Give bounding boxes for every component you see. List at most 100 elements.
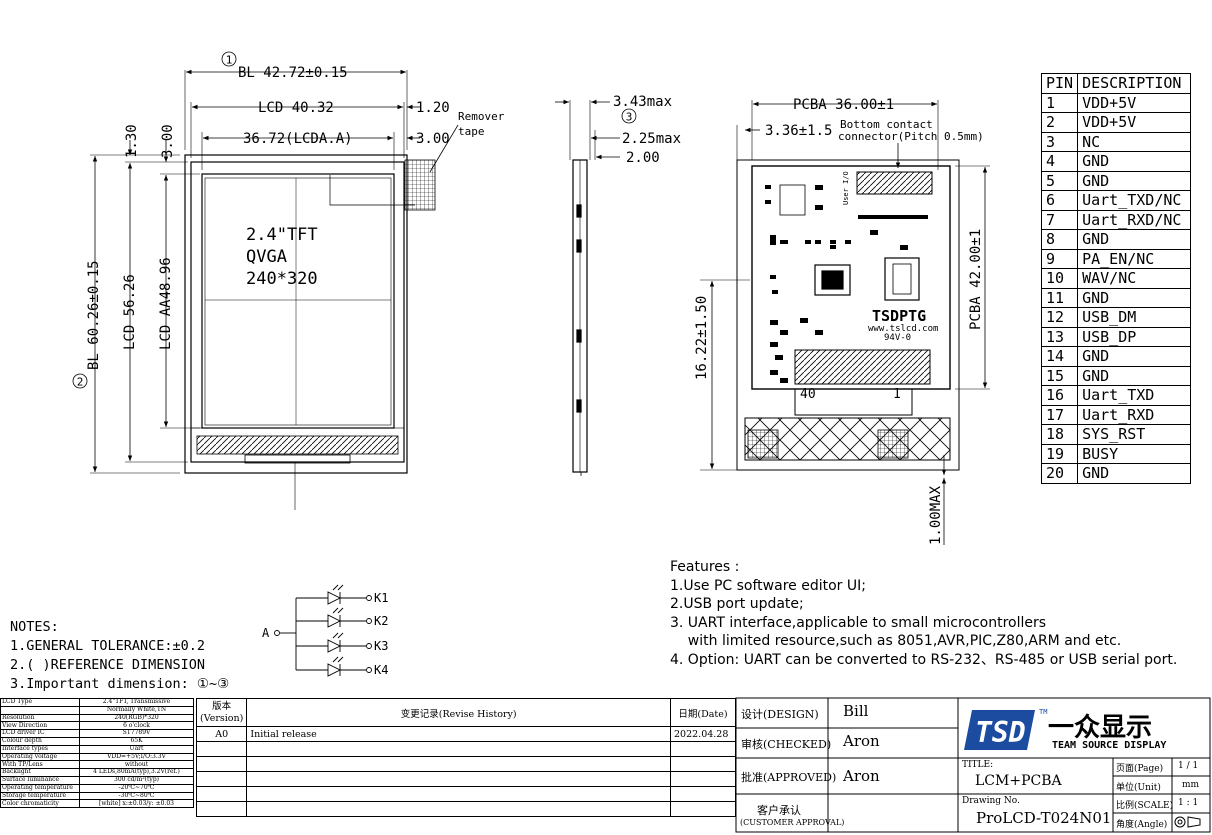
panel-resolution-text: 240*320: [246, 269, 318, 289]
led-4: [296, 656, 372, 677]
pin-description: BUSY: [1077, 443, 1191, 464]
pcba-view: [700, 100, 990, 545]
fpc-pin-1-label: 1: [893, 387, 901, 402]
pin-number: 5: [1040, 170, 1079, 191]
title-value: LCM+PCBA: [975, 773, 1062, 789]
pcb-rating: 94V-0: [884, 333, 911, 343]
backlight-outline: [184, 154, 408, 474]
pin-number: 9: [1040, 248, 1079, 269]
date-header: 日期(Date): [670, 698, 736, 727]
pin-number: 2: [1040, 112, 1079, 133]
dim-2-25max: 2.25max: [622, 131, 681, 147]
pin-description: GND: [1077, 287, 1191, 308]
pin-number: 16: [1040, 385, 1079, 406]
logo-letters: TSD: [975, 716, 1026, 749]
k2-label: K2: [374, 614, 388, 628]
pcba-width-label: PCBA 36.00±1: [793, 97, 894, 113]
unit-label: 单位(Unit): [1116, 783, 1161, 793]
scale-label: 比例(SCALE): [1116, 801, 1174, 811]
led-circuit: [274, 584, 372, 677]
connector-note-1: Bottom contact: [840, 118, 933, 131]
pin-description: VDD+5V: [1077, 92, 1191, 113]
feature-item: 3. UART interface,applicable to small mi…: [670, 614, 1047, 631]
pin-number: 12: [1040, 307, 1079, 328]
fpc-tail: [744, 417, 951, 461]
design-label: 设计(DESIGN): [741, 708, 819, 721]
dim-3-43max: 3.43max: [613, 94, 672, 110]
revision-table: 版本 (Version) 变更记录(Revise History) 日期(Dat…: [195, 698, 736, 817]
remover-tape-label-2: tape: [458, 125, 485, 138]
pin-number: 10: [1040, 268, 1079, 289]
k4-label: K4: [374, 663, 388, 677]
note-item: 2.( )REFERENCE DIMENSION: [10, 657, 206, 673]
important-dim-3: 3: [626, 111, 633, 124]
pin-description: Uart_RXD: [1077, 404, 1191, 425]
fpc-pin-40-label: 40: [800, 387, 816, 402]
pin-description: GND: [1077, 151, 1191, 172]
pin-number: 17: [1040, 404, 1079, 425]
feature-item: with limited resource,such as 8051,AVR,P…: [670, 633, 1122, 649]
pin-description: USB_DP: [1077, 326, 1191, 347]
customer-approval-label-en: (CUSTOMER APPROVAL): [740, 818, 845, 827]
bl-width-label: BL 42.72±0.15: [238, 65, 348, 81]
note-item: 1.GENERAL TOLERANCE:±0.2: [10, 638, 206, 654]
approved-label: 批准(APPROVED): [741, 771, 837, 784]
pcba-board: [751, 165, 951, 390]
side-view: [555, 99, 620, 476]
pin-table-header: PIN DESCRIPTION: [1040, 73, 1191, 94]
drawing-number-label: Drawing No.: [962, 796, 1020, 806]
spec-value: Uart: [79, 744, 194, 754]
important-dim-2: 2: [77, 376, 84, 389]
spec-value: [white] x:±0.03/y: ±0.03: [79, 799, 194, 809]
important-dim-1: 1: [226, 54, 233, 67]
pin-number: 8: [1040, 229, 1079, 250]
led-2: [296, 607, 372, 628]
led-3: [296, 632, 372, 653]
ic-bonding-area: [196, 435, 399, 455]
pin-number: 4: [1040, 151, 1079, 172]
unit-value: mm: [1182, 780, 1200, 790]
pin-number: 18: [1040, 424, 1079, 445]
pin-number: 3: [1040, 131, 1079, 152]
spec-label: Storage temperature: [0, 791, 80, 801]
front-view: [90, 69, 459, 510]
pin-number: 13: [1040, 326, 1079, 347]
lcda-width-label: 36.72(LCDA.A): [243, 131, 353, 147]
revision-date: 2022.04.28: [670, 726, 736, 742]
anode-label: A: [262, 626, 270, 640]
customer-approval-label-cn: 客户承认: [757, 804, 801, 817]
revision-version: A0: [195, 726, 248, 742]
pcba-view-labels: PCBA 36.00±1 3.36±1.5 Bottom contact con…: [694, 97, 984, 545]
spec-value: -20℃~70℃: [79, 783, 194, 793]
lcd-width-label: LCD 40.32: [258, 100, 334, 116]
pin-description: WAV/NC: [1077, 268, 1191, 289]
page-value: 1 / 1: [1178, 761, 1199, 771]
notes-title: NOTES:: [10, 619, 59, 635]
spec-label: [0, 705, 80, 715]
revision-description: Initial release: [246, 726, 671, 742]
side-view-labels: 3 3.43max 2.25max 2.00: [613, 94, 681, 166]
pin-number: 7: [1040, 209, 1079, 230]
spec-label: Interface types: [0, 744, 80, 754]
features-title: Features :: [670, 559, 740, 575]
k1-label: K1: [374, 591, 388, 605]
checked-name: Aron: [843, 732, 880, 750]
connector-note-2: connector(Pitch 0.5mm): [838, 130, 984, 143]
spec-value: Normally White,TN: [79, 705, 194, 715]
dim-1-00max: 1.00MAX: [928, 485, 944, 545]
